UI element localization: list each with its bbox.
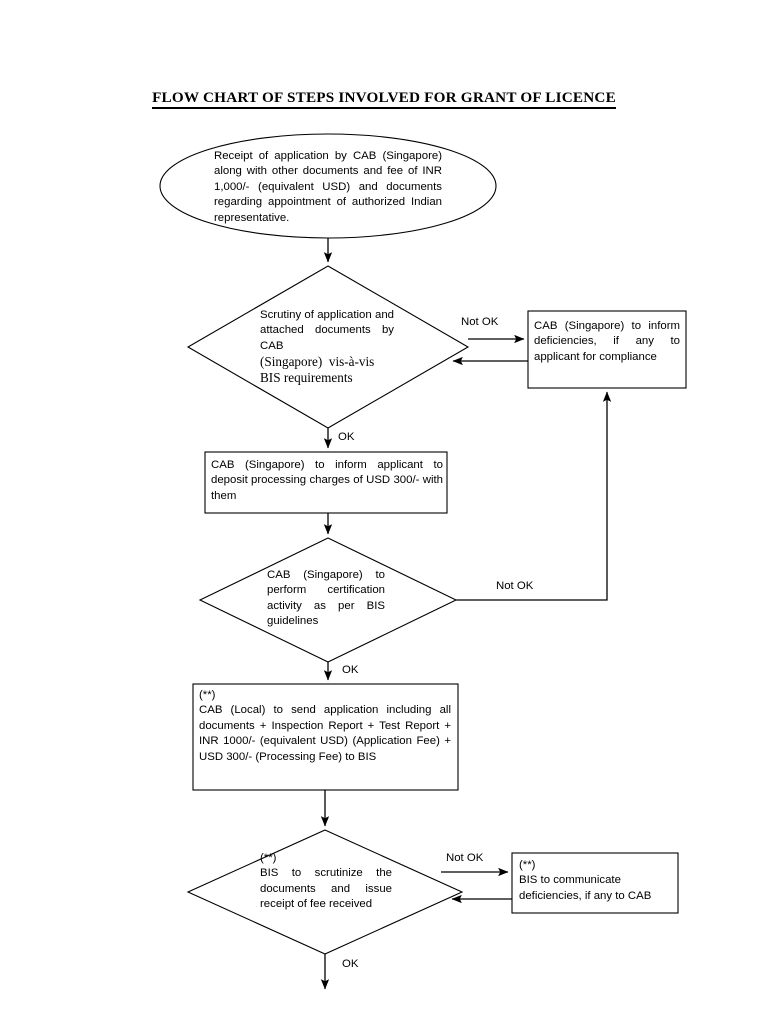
line: Scrutiny of application: [260, 309, 372, 321]
node-decision1-label: Scrutiny of application and attached doc…: [260, 308, 394, 385]
line: (**): [199, 689, 216, 701]
line: and attached: [260, 309, 398, 337]
line: CAB (Local) to send application includin…: [199, 704, 432, 717]
line: inform deficiencies, if: [534, 320, 684, 348]
node-process1-label: CAB (Singapore) to inform applicant to d…: [211, 458, 443, 504]
line: any to applicant for: [534, 335, 684, 363]
line: CAB (Singapore) to: [267, 569, 385, 581]
node-inform2-shape: [511, 852, 679, 914]
line: (Application Fee) + USD 300/- (Processin…: [199, 735, 455, 763]
line: and documents regarding appointment: [214, 180, 446, 209]
node-decision2-label: CAB (Singapore) to perform certification…: [267, 568, 385, 630]
line: receipt of fee received: [260, 898, 373, 911]
line: (Singapore) vis-à-vis: [260, 354, 375, 370]
line: activity as per BIS: [267, 599, 385, 612]
line: Fee) to BIS: [318, 750, 377, 763]
line: (**): [519, 859, 536, 871]
line: perform certification: [267, 584, 385, 597]
line: BIS requirements: [260, 369, 353, 385]
page-title-text: FLOW CHART OF STEPS INVOLVED FOR GRANT O…: [152, 89, 616, 109]
edge-decision2-to-inform1: [456, 391, 612, 601]
line: guidelines: [267, 615, 319, 628]
node-inform1-label: CAB (Singapore) to inform deficiencies, …: [534, 319, 680, 365]
page-title: FLOW CHART OF STEPS INVOLVED FOR GRANT O…: [0, 89, 768, 109]
node-process1-shape: [204, 451, 448, 514]
node-process2-label: (**) CAB (Local) to send application incl…: [199, 688, 451, 765]
edge-label-not-ok-1: Not OK: [461, 316, 499, 328]
line: BIS to communicate: [519, 874, 621, 887]
line: deficiencies, if any to CAB: [519, 889, 652, 902]
line: CAB (Singapore) to inform applicant to: [211, 459, 443, 471]
line: deposit processing charges of USD: [211, 474, 391, 487]
line: Receipt of application by CAB: [214, 150, 377, 162]
line: CAB (Singapore) to: [534, 320, 642, 332]
edge-label-ok-3: OK: [342, 958, 359, 970]
edge-label-ok-2: OK: [342, 664, 359, 676]
node-inform1-shape: [527, 310, 687, 389]
line: BIS to scrutinize the: [260, 867, 392, 880]
node-inform2-label: (**) BIS to communicate deficiencies, if a…: [519, 858, 674, 904]
node-decision3-label: (**) BIS to scrutinize the documents and …: [260, 851, 392, 913]
line: documents by CAB: [260, 324, 398, 352]
edge-label-ok-1: OK: [338, 431, 355, 443]
line: and fee of INR 1,000/- (equivalent USD): [214, 165, 446, 193]
edge-label-not-ok-2: Not OK: [496, 580, 534, 592]
line: (**): [260, 852, 277, 864]
line: of authorized Indian representative.: [214, 196, 446, 224]
line: documents and issue: [260, 882, 392, 895]
line: (Singapore) along with other documents: [214, 150, 446, 178]
node-start-label: Receipt of application by CAB (Singapore…: [214, 149, 442, 226]
line: all documents + Inspection Report + Test: [199, 704, 455, 732]
line: 300/- with them: [211, 474, 447, 502]
line: compliance: [599, 350, 657, 363]
edge-label-not-ok-3: Not OK: [446, 852, 484, 864]
line: Report + INR 1000/- (equivalent USD): [199, 719, 455, 748]
